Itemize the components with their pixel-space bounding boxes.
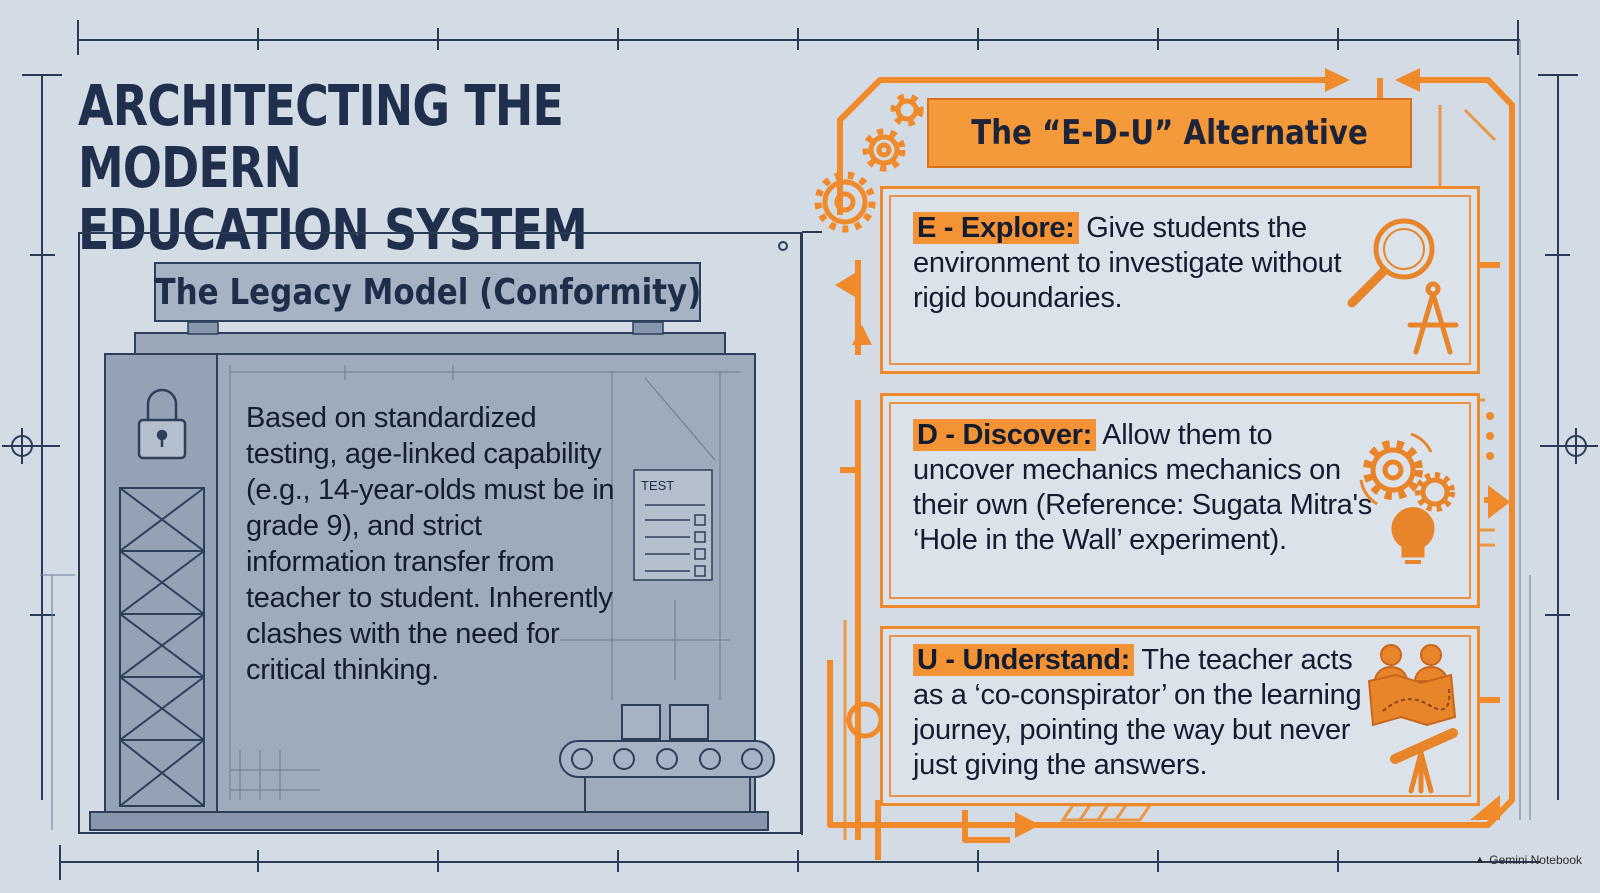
page-title-line1: ARCHITECTING THE MODERN <box>78 74 564 201</box>
explore-description: Give students the environment to investi… <box>913 212 1342 314</box>
watermark-text: Gemini Notebook <box>1489 853 1582 867</box>
understand-description: The teacher acts as a ‘co-conspirator’ o… <box>913 644 1362 781</box>
legacy-building-illustration: TEST <box>89 241 788 831</box>
sparkle-icon: ▲ <box>1474 854 1486 866</box>
discover-card: D - Discover: Allow them to uncover mech… <box>880 393 1480 608</box>
understand-tag: U - Understand: <box>913 644 1135 676</box>
explore-text: E - Explore: Give students the environme… <box>913 211 1353 316</box>
legacy-title-box: The Legacy Model (Conformity) <box>154 262 701 322</box>
understand-text: U - Understand: The teacher acts as a ‘c… <box>913 643 1383 783</box>
understand-card: U - Understand: The teacher acts as a ‘c… <box>880 626 1480 806</box>
watermark: ▲ Gemini Notebook <box>1474 853 1582 867</box>
gears-lightbulb-icon <box>1359 432 1455 564</box>
arrow-right-top <box>1325 68 1350 92</box>
discover-text: D - Discover: Allow them to uncover mech… <box>913 418 1373 558</box>
test-sheet-label: TEST <box>641 478 674 493</box>
discover-tag: D - Discover: <box>913 419 1096 451</box>
edu-title: The “E-D-U” Alternative <box>971 113 1368 153</box>
legacy-frame <box>78 232 802 834</box>
legacy-description: Based on standardized testing, age-linke… <box>246 402 615 686</box>
discover-description: Allow them to uncover mechanics mechanic… <box>913 419 1372 556</box>
edu-title-box: The “E-D-U” Alternative <box>927 98 1412 168</box>
page-title: ARCHITECTING THE MODERN EDUCATION SYSTEM <box>78 76 652 262</box>
legacy-title: The Legacy Model (Conformity) <box>154 271 701 313</box>
explore-tag: E - Explore: <box>913 212 1079 244</box>
page-title-line2: EDUCATION SYSTEM <box>78 198 588 263</box>
arrow-left-side <box>835 270 860 300</box>
magnifier-compass-icon <box>1347 218 1459 355</box>
people-map-telescope-icon <box>1367 644 1458 794</box>
arrow-left-top <box>1395 68 1420 92</box>
explore-card: E - Explore: Give students the environme… <box>880 186 1480 374</box>
padlock-icon <box>137 388 187 460</box>
